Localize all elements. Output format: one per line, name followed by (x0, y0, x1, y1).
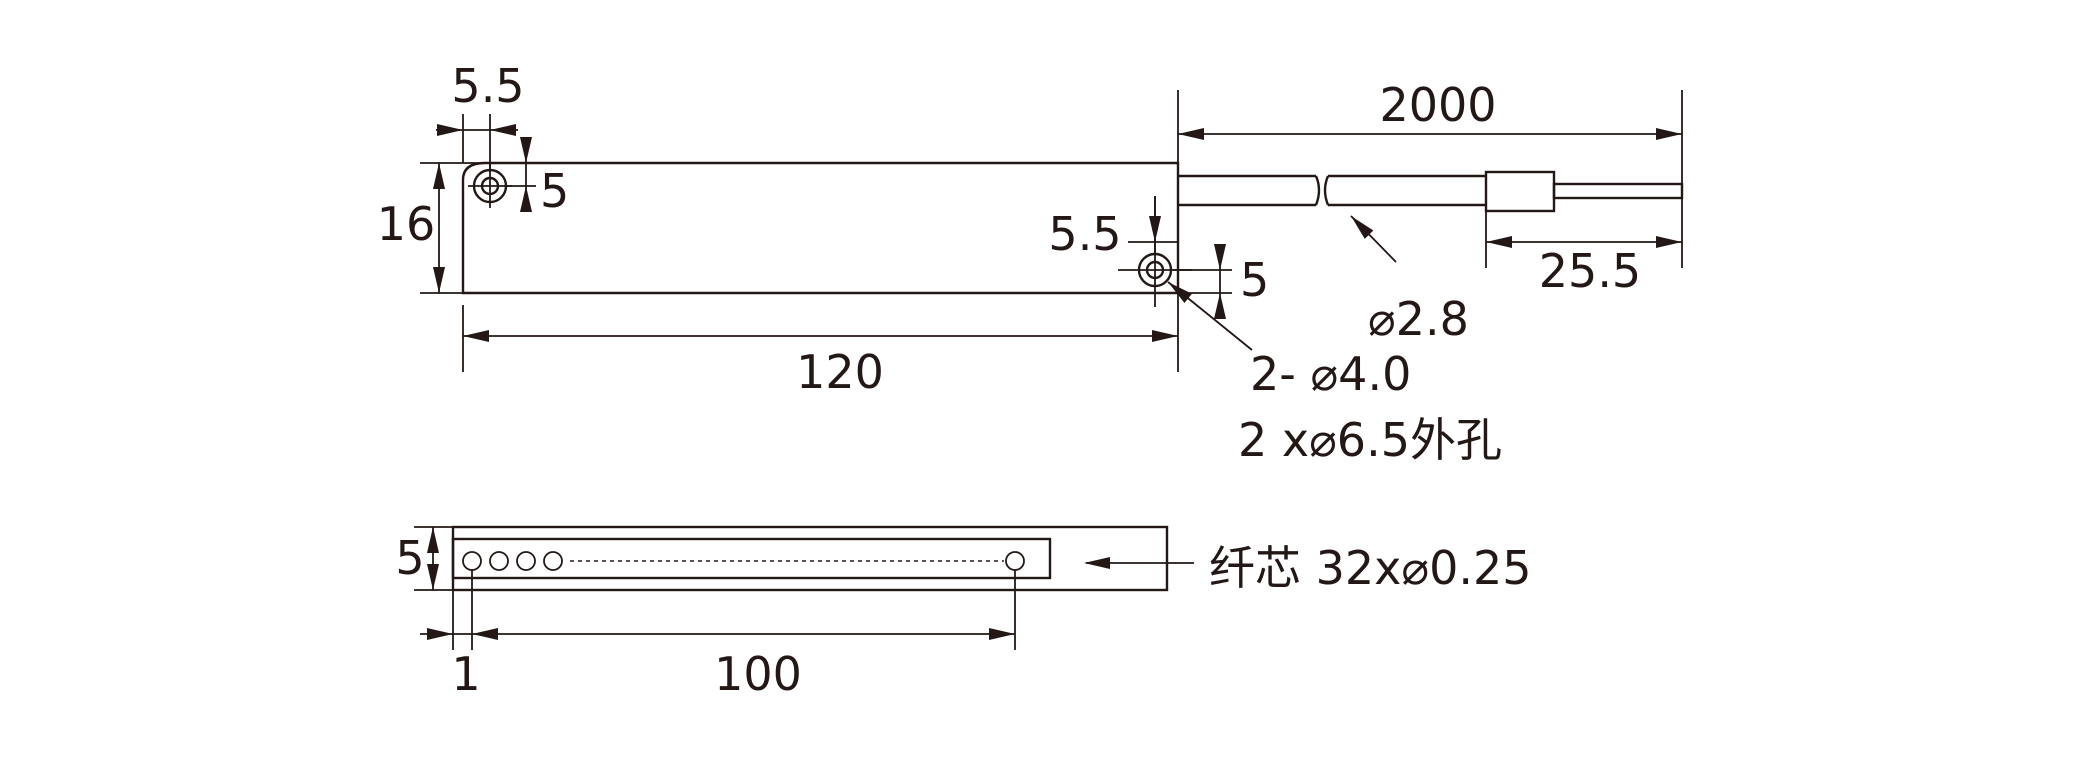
label-cable-dia: ⌀2.8 (1368, 292, 1469, 346)
dim-label-length: 120 (796, 345, 884, 399)
dim-label-fiber-span: 100 (714, 647, 802, 701)
leader-fiber-cores (1084, 557, 1194, 569)
label-fiber-cores: 纤芯 32x⌀0.25 (1209, 541, 1532, 595)
label-outer-holes: 2 x⌀6.5外孔 (1238, 413, 1502, 467)
fiber-cores (462, 551, 1025, 571)
fiber-core (462, 551, 482, 571)
fiber-core (543, 551, 563, 571)
fiber-core (489, 551, 509, 571)
dim-fiber-span (420, 570, 1016, 650)
ferrule (1484, 170, 1556, 213)
dim-height (420, 162, 485, 294)
dim-label-thickness: 5 (395, 531, 424, 585)
dim-label-right-hole-x: 5.5 (1048, 207, 1121, 261)
top-view: 5.5 5 16 120 (377, 59, 1684, 467)
dim-left-hole-y (498, 137, 536, 212)
dim-label-ferrule-length: 25.5 (1539, 244, 1641, 298)
fiber-array-slot (451, 537, 1052, 580)
dim-label-height: 16 (377, 197, 436, 251)
bottom-view: 纤芯 32x⌀0.25 5 1 100 (395, 525, 1532, 701)
end-face-outline (451, 525, 1169, 592)
dim-label-right-hole-y: 5 (1240, 253, 1269, 307)
dim-label-cable-length: 2000 (1379, 78, 1496, 132)
leader-holes (1164, 277, 1253, 351)
dim-thickness (414, 526, 453, 591)
dim-length (462, 293, 1179, 372)
fiber-core (516, 551, 536, 571)
fiber-cable (1178, 170, 1684, 213)
fiber-core (1005, 551, 1025, 571)
dim-label-left-hole-y: 5 (540, 164, 569, 218)
dim-label-edge-offset: 1 (451, 647, 480, 701)
dim-right-hole-y (1172, 244, 1232, 319)
label-holes: 2- ⌀4.0 (1250, 347, 1411, 401)
ferrule-tip (1552, 182, 1684, 200)
dim-ferrule-length (1485, 211, 1682, 268)
dim-left-hole-x (436, 114, 518, 172)
leader-cable-dia (1346, 211, 1397, 263)
dim-label-left-hole-x: 5.5 (451, 59, 524, 113)
dim-cable-length (1177, 90, 1683, 268)
dim-right-hole-x (1128, 196, 1178, 254)
